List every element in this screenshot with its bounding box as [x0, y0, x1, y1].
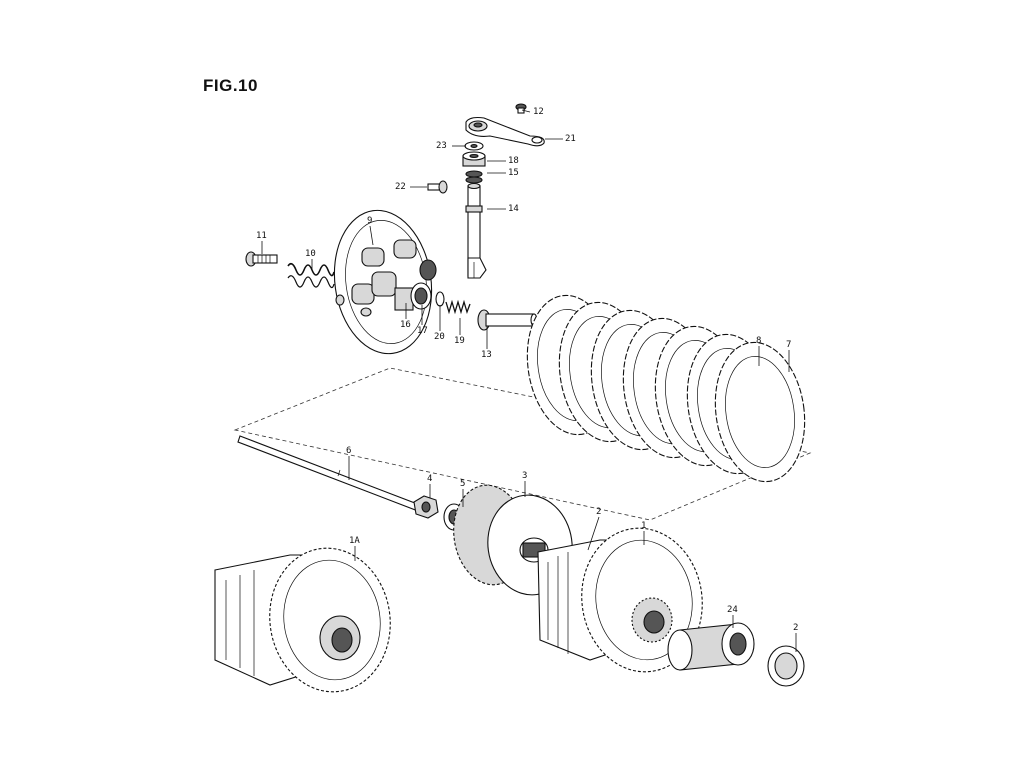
- release-lever-21: [465, 116, 545, 147]
- part-label-p22: 22: [395, 182, 406, 192]
- part-label-p16: 16: [400, 320, 411, 330]
- spacer-2b: [767, 645, 805, 687]
- spring-10: [287, 262, 335, 289]
- part-label-p18: 18: [508, 156, 519, 166]
- part-label-p1A: 1A: [349, 536, 360, 546]
- part-label-p5: 5: [460, 479, 465, 489]
- seal-18: [462, 151, 486, 167]
- push-rod-6: [237, 435, 421, 512]
- clutch-disc-stack: [526, 294, 806, 483]
- part-label-p9: 9: [367, 216, 372, 226]
- leader-line-p9: [369, 225, 374, 246]
- figure-title: FIG.10: [203, 76, 258, 95]
- assembly-boundary: [233, 367, 812, 521]
- part-label-p2b: 2: [793, 623, 798, 633]
- bolt-22: [427, 180, 448, 194]
- part-label-p8: 8: [756, 336, 761, 346]
- part-label-p4: 4: [427, 474, 432, 484]
- part-label-p13: 13: [481, 350, 492, 360]
- release-shaft-14: [465, 182, 487, 279]
- bearing-16-17-20: [394, 282, 445, 311]
- washer-23: [464, 141, 484, 151]
- part-label-p14: 14: [508, 204, 519, 214]
- screw-12: [515, 103, 527, 114]
- part-label-p19: 19: [454, 336, 465, 346]
- part-label-p15: 15: [508, 168, 519, 178]
- part-label-p12: 12: [533, 107, 544, 117]
- part-label-p10: 10: [305, 249, 316, 259]
- part-label-p23: 23: [436, 141, 447, 151]
- part-label-p6: 6: [346, 446, 351, 456]
- part-label-p17: 17: [417, 326, 428, 336]
- disc-7: [714, 341, 806, 483]
- sleeve-24: [667, 622, 755, 671]
- part-label-p11: 11: [256, 231, 267, 241]
- leader-line-p12: [521, 109, 531, 113]
- part-label-p21: 21: [565, 134, 576, 144]
- part-label-p3: 3: [522, 471, 527, 481]
- spring-19: [445, 299, 471, 315]
- part-label-p7: 7: [786, 340, 791, 350]
- part-label-p24: 24: [727, 605, 738, 615]
- part-label-p20: 20: [434, 332, 445, 342]
- bolt-11: [245, 251, 278, 267]
- part-label-p1: 1: [641, 521, 646, 531]
- o-ring-15: [465, 170, 483, 184]
- nut-4: [413, 495, 439, 519]
- part-label-p2a: 2: [596, 507, 601, 517]
- clutch-housing-1A: [214, 547, 391, 693]
- pressure-plate-9: [333, 209, 437, 355]
- leader-line-p2a: [587, 516, 600, 551]
